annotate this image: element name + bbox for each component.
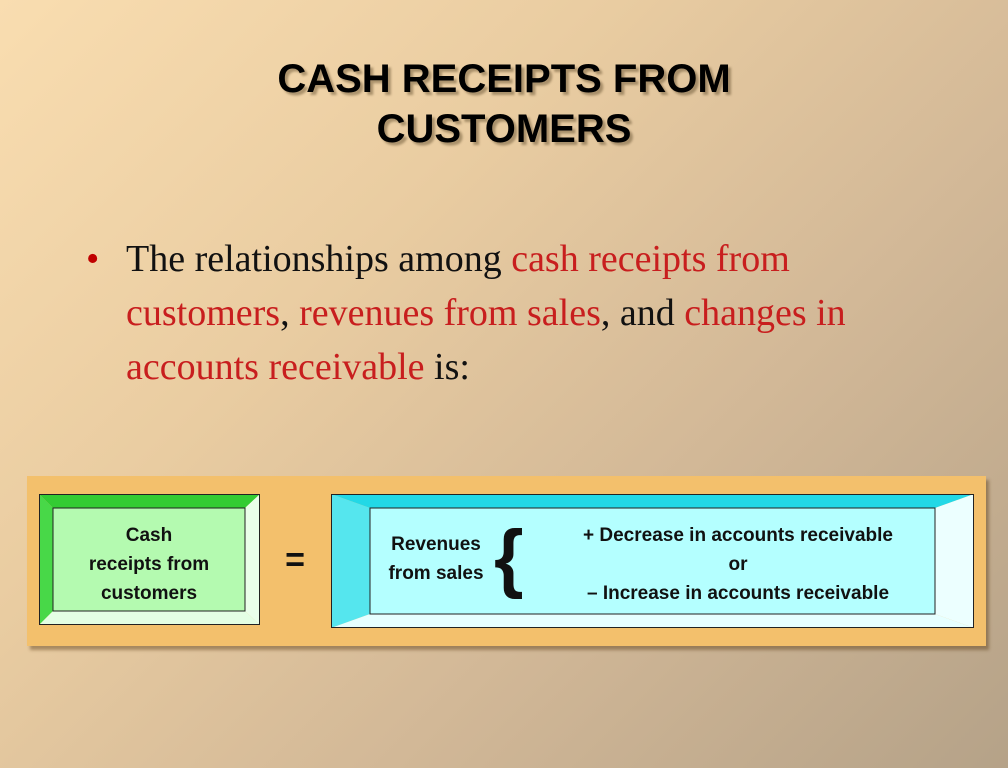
equals-sign: = <box>285 541 305 579</box>
revenues-line-2: from sales <box>388 563 484 584</box>
bullet-text-part-1: The relationships among <box>126 238 512 280</box>
cash-receipts-box <box>39 494 260 625</box>
cash-receipts-line-2: receipts from <box>88 554 210 575</box>
term-revenues: revenues from sales <box>299 292 601 334</box>
cash-receipts-label: Cash receipts from customers <box>53 521 245 608</box>
bullet-text-part-2: , <box>280 292 300 334</box>
option-decrease: + Decrease in accounts receivable <box>583 525 893 546</box>
revenues-bevel <box>331 494 974 628</box>
bullet-text-part-3: , and <box>600 292 685 334</box>
cash-receipts-line-1: Cash <box>125 525 173 546</box>
title-line-1: CASH RECEIPTS FROM <box>277 57 731 101</box>
cash-receipts-bevel <box>39 494 260 625</box>
title-line-2: CUSTOMERS <box>376 107 632 151</box>
option-or: or <box>728 554 748 575</box>
bullet-text: The relationships among cash receipts fr… <box>126 232 946 394</box>
term-changes-receivable: changes in accounts receivable <box>126 292 846 388</box>
slide-title: CASH RECEIPTS FROM CUSTOMERS <box>0 54 1008 154</box>
term-cash-receipts: cash receipts from customers <box>126 238 790 334</box>
brace-icon: { <box>494 515 524 600</box>
option-increase: – Increase in accounts receivable <box>586 583 890 604</box>
bullet-paragraph: • The relationships among cash receipts … <box>86 232 946 394</box>
receivable-options: + Decrease in accounts receivable or – I… <box>538 521 938 608</box>
cash-receipts-line-3: customers <box>100 583 198 604</box>
bullet-text-part-4: is: <box>424 346 470 388</box>
revenues-line-1: Revenues <box>391 534 481 555</box>
revenues-label: Revenues from sales <box>374 530 498 588</box>
bullet-dot-icon: • <box>86 238 100 280</box>
revenues-box <box>331 494 974 628</box>
